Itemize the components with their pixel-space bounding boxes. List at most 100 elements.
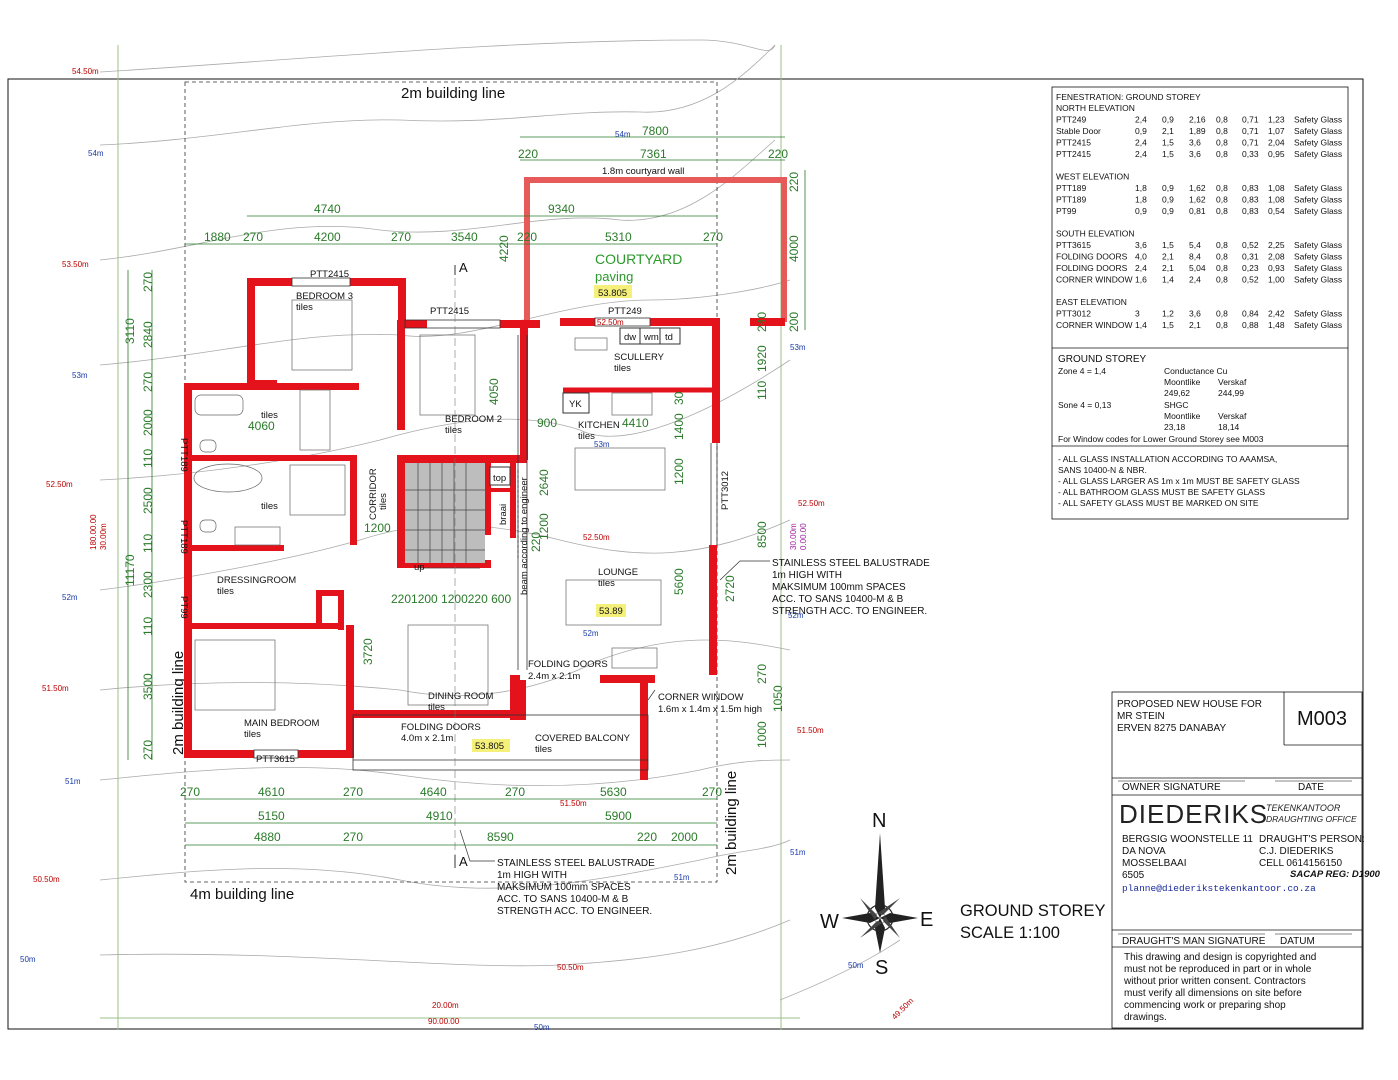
dim-270-b: 270 [391, 230, 411, 244]
dining-finish: tiles [428, 702, 445, 713]
svg-text:1.6m x 1.4m x 1.5m high: 1.6m x 1.4m x 1.5m high [658, 704, 762, 715]
fenestration-cell: 1,4 [1135, 320, 1147, 330]
svg-text:1m HIGH WITH: 1m HIGH WITH [772, 570, 842, 581]
svg-text:MAKSIMUM 100mm SPACES: MAKSIMUM 100mm SPACES [497, 882, 631, 893]
top-label: top [493, 473, 506, 484]
dressing-finish: tiles [217, 586, 234, 597]
corridor-finish: tiles [378, 493, 389, 510]
fenestration-code: PTT2415 [1056, 138, 1091, 148]
dryer-label: td [665, 332, 673, 343]
dim-bot3-270: 270 [343, 830, 363, 844]
dim-2720: 2720 [723, 575, 737, 602]
dim-240: 240 [755, 312, 769, 332]
fenestration-cell: 3,6 [1189, 138, 1201, 148]
svg-text:This drawing and design is cop: This drawing and design is copyrighted a… [1124, 952, 1316, 963]
svg-text:52.50m: 52.50m [583, 533, 610, 542]
scullery-appliances [489, 327, 712, 486]
fridge-label: YK [569, 399, 582, 410]
courtyard-wall-label: 1.8m courtyard wall [602, 166, 684, 177]
svg-text:50m: 50m [848, 961, 864, 970]
svg-text:STRENGTH ACC. TO ENGINEER.: STRENGTH ACC. TO ENGINEER. [497, 906, 652, 917]
scullery-name: SCULLERY [614, 352, 665, 363]
kitchen-finish: tiles [578, 431, 595, 442]
fenestration-cell: 3,6 [1189, 309, 1201, 319]
svg-text:MOSSELBAAI: MOSSELBAAI [1122, 858, 1186, 869]
fenestration-cell: Safety Glass [1294, 126, 1342, 136]
svg-text:For Window codes for Lower Gro: For Window codes for Lower Ground Storey… [1058, 434, 1264, 444]
svg-text:MAKSIMUM 100mm SPACES: MAKSIMUM 100mm SPACES [772, 582, 906, 593]
svg-text:52.50m: 52.50m [798, 499, 825, 508]
svg-text:54m: 54m [615, 130, 631, 139]
fenestration-cell: Safety Glass [1294, 138, 1342, 148]
dim-l-2000: 2000 [141, 409, 155, 436]
folding-doors-2-callout: FOLDING DOORS 4.0m x 2.1m [401, 722, 481, 744]
fenestration-cell: Safety Glass [1294, 263, 1342, 273]
fenestration-cell: 0,83 [1242, 206, 1259, 216]
courtyard-sub: paving [595, 269, 633, 284]
dim-3540: 3540 [451, 230, 478, 244]
fenestration-cell: 3,6 [1189, 149, 1201, 159]
svg-text:51.50m: 51.50m [560, 799, 587, 808]
fenestration-cell: 0,31 [1242, 252, 1259, 262]
svg-text:SANS 10400-N & NBR.: SANS 10400-N & NBR. [1058, 465, 1147, 475]
fenestration-cell: 0,71 [1242, 115, 1259, 125]
fenestration-cell: Safety Glass [1294, 309, 1342, 319]
svg-text:30.00m: 30.00m [789, 523, 798, 550]
svg-text:DRAUGHTING OFFICE: DRAUGHTING OFFICE [1266, 814, 1357, 824]
fenestration-code: PTT189 [1056, 195, 1087, 205]
top-building-line: 2m building line [401, 85, 505, 102]
svg-text:TEKENKANTOOR: TEKENKANTOOR [1266, 803, 1341, 813]
fenestration-cell: 1,62 [1189, 195, 1206, 205]
svg-text:23,18: 23,18 [1164, 422, 1186, 432]
svg-text:52.50m: 52.50m [46, 480, 73, 489]
dim-4410: 4410 [622, 416, 649, 430]
fenestration-cell: 1,8 [1135, 195, 1147, 205]
dim-5600: 5600 [672, 568, 686, 595]
fenestration-cell: 1,5 [1162, 138, 1174, 148]
fenestration-cell: 1,4 [1162, 275, 1174, 285]
svg-text:52m: 52m [62, 593, 78, 602]
dim-4200: 4200 [314, 230, 341, 244]
dim-220-c: 220 [517, 230, 537, 244]
svg-text:drawings.: drawings. [1124, 1012, 1167, 1023]
window-ptt189-b: PTT189 [178, 520, 189, 554]
svg-text:ACC. TO SANS 10400-M & B: ACC. TO SANS 10400-M & B [772, 594, 904, 605]
dim-5310: 5310 [605, 230, 632, 244]
boundary-annotations: 20.00m 90.00.00 180.00.00 30.00m 30.00m … [89, 514, 808, 1026]
dim-l-270-a: 270 [141, 272, 155, 292]
svg-text:- ALL BATHROOM GLASS MUST BE: - ALL BATHROOM GLASS MUST BE SAFETY GLAS… [1058, 487, 1265, 497]
window-pt99: PT99 [178, 596, 189, 619]
dim-270-a: 270 [243, 230, 263, 244]
dim-3500: 3500 [141, 673, 155, 700]
svg-text:- ALL GLASS INSTALLATION ACCO: - ALL GLASS INSTALLATION ACCORDING TO AA… [1058, 454, 1277, 464]
dim-4000: 4000 [787, 235, 801, 262]
fenestration-cell: 0,8 [1216, 195, 1228, 205]
fenestration-cell: Safety Glass [1294, 195, 1342, 205]
svg-text:2.4m x 2.1m: 2.4m x 2.1m [528, 671, 580, 682]
fenestration-cell: 0,33 [1242, 149, 1259, 159]
courtyard-wall [524, 177, 787, 322]
balcony-name: COVERED BALCONY [535, 733, 631, 744]
fenestration-cell: 1,8 [1135, 183, 1147, 193]
fenestration-cell: 0,71 [1242, 138, 1259, 148]
dim-11170: 11170 [123, 554, 137, 586]
balcony-level-bg [472, 739, 510, 752]
fenestration-cell: 1,07 [1268, 126, 1285, 136]
fenestration-heading: EAST ELEVATION [1056, 297, 1127, 307]
fenestration-cell: 1,5 [1162, 320, 1174, 330]
fenestration-code: PTT249 [1056, 115, 1087, 125]
fenestration-code: Stable Door [1056, 126, 1101, 136]
fenestration-code: CORNER WINDOW [1056, 275, 1133, 285]
svg-text:51m: 51m [674, 873, 690, 882]
svg-text:54m: 54m [88, 149, 104, 158]
dim-l-110-a: 110 [141, 449, 155, 468]
fenestration-code: PT99 [1056, 206, 1077, 216]
balustrade-bottom-callout: STAINLESS STEEL BALUSTRADE 1m HIGH WITH … [459, 829, 655, 917]
dim-9340: 9340 [548, 202, 575, 216]
fenestration-cell: 1,48 [1268, 320, 1285, 330]
dim-2500: 2500 [141, 487, 155, 514]
dim-8590: 8590 [487, 830, 514, 844]
fenestration-cell: Safety Glass [1294, 320, 1342, 330]
svg-text:must verify all dimensions on: must verify all dimensions on site befor… [1124, 988, 1302, 999]
fenestration-cell: 0,93 [1268, 263, 1285, 273]
